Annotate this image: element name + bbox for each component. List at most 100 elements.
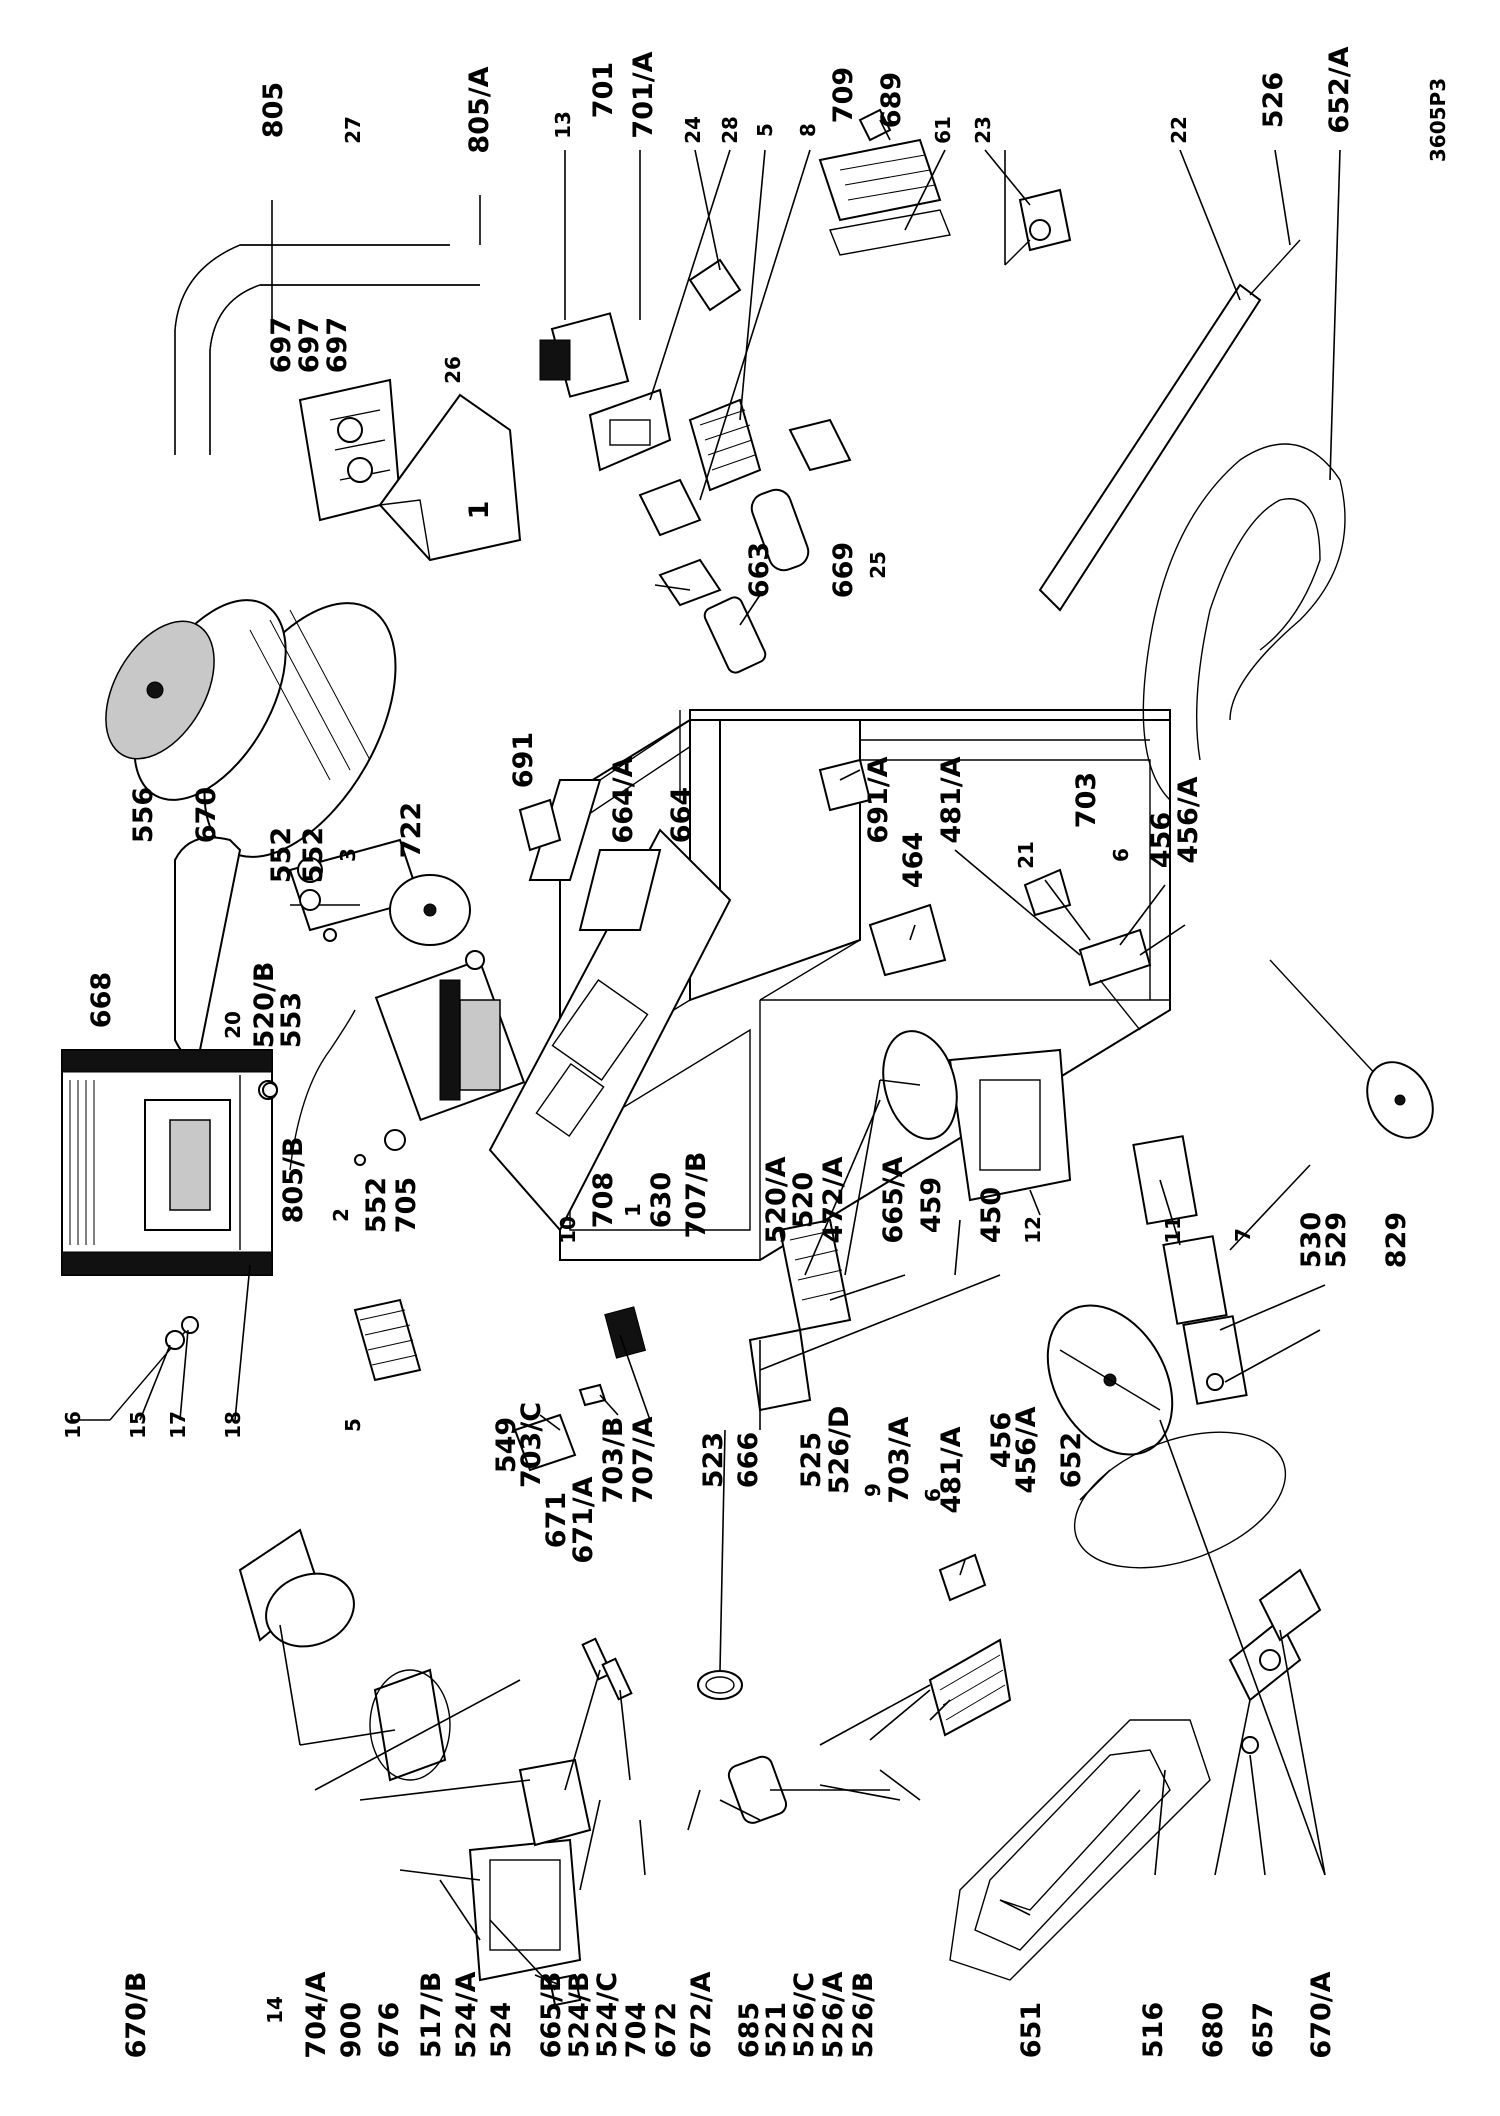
label-9: 9 (861, 1483, 885, 1497)
fan-motor-670 (105, 599, 397, 858)
label-28: 28 (718, 116, 742, 144)
plate-664a (638, 478, 722, 607)
label-829: 829 (1381, 1212, 1412, 1268)
label-701: 701 (588, 62, 619, 118)
heating-element-805 (174, 244, 480, 455)
label-691: 691 (508, 732, 539, 788)
element-652 (1073, 1431, 1287, 1569)
label-665a: 665/A (878, 1156, 909, 1243)
label-61: 61 (931, 116, 955, 144)
switch-704a (518, 1758, 592, 1847)
label-13: 13 (551, 111, 575, 139)
label-7: 7 (1231, 1228, 1255, 1242)
label-556: 556 (128, 787, 159, 843)
clip-549 (513, 1383, 607, 1472)
label-652: 652 (1056, 1432, 1087, 1488)
lamp-521 (727, 1755, 788, 1824)
capacitor-669 (750, 488, 810, 572)
label-481a: 481/A (936, 756, 967, 843)
label-456a: 456/A (1173, 776, 1204, 863)
bracket-28 (588, 388, 672, 472)
label-552-1: 552 (266, 827, 297, 883)
upper-cabinet (539, 709, 1171, 1002)
bracket-24 (688, 258, 742, 312)
label-523: 523 (698, 1432, 729, 1488)
label-722: 722 (396, 802, 427, 858)
label-22: 22 (1167, 116, 1191, 144)
label-664a: 664/A (608, 756, 639, 843)
thermostat-691 (518, 798, 562, 852)
label-553: 553 (276, 992, 307, 1048)
label-670a: 670/A (1306, 1971, 1337, 2058)
label-14: 14 (263, 1996, 287, 2024)
label-464: 464 (898, 832, 929, 888)
label-529: 529 (1321, 1212, 1352, 1268)
label-652a: 652/A (1324, 46, 1355, 133)
label-456a-mid: 456/A (1011, 1406, 1042, 1493)
cover-26 (378, 393, 522, 562)
label-520b: 520/B (249, 962, 280, 1049)
clip-703a (938, 1553, 987, 1602)
bracket-21 (1023, 868, 1072, 917)
label-671: 671 (541, 1492, 572, 1548)
terminal-block-5-mid (353, 1298, 422, 1382)
label-665b: 665/B (536, 1972, 567, 2059)
label-697-1: 697 (266, 317, 297, 373)
label-704: 704 (621, 2002, 652, 2058)
part-labels: 3605P3 16 15 17 18 805 805/A 27 13 701 7… (61, 46, 1450, 2058)
label-670b: 670/B (121, 1972, 152, 2059)
label-669: 669 (828, 542, 859, 598)
label-459: 459 (916, 1177, 947, 1233)
label-703a: 703/A (884, 1416, 915, 1503)
disc-472a (879, 1030, 958, 1140)
door-frame-668 (61, 1049, 278, 1276)
hinge-464 (868, 903, 947, 977)
label-703c: 703/C (516, 1402, 547, 1488)
switch-666 (748, 1328, 812, 1412)
label-709: 709 (828, 67, 859, 123)
label-25: 25 (866, 551, 890, 579)
label-517b: 517/B (416, 1972, 447, 2059)
label-530: 530 (1296, 1212, 1327, 1268)
label-5-top: 5 (753, 123, 777, 137)
label-666: 666 (733, 1432, 764, 1488)
label-26: 26 (441, 356, 465, 384)
label-27: 27 (341, 116, 365, 144)
label-15: 15 (126, 1411, 150, 1439)
label-6-mid: 6 (921, 1488, 945, 1502)
label-672a: 672/A (686, 1971, 717, 2058)
label-516: 516 (1138, 2002, 1169, 2058)
label-708: 708 (588, 1172, 619, 1228)
label-705: 705 (391, 1177, 422, 1233)
label-703: 703 (1071, 772, 1102, 828)
grill-element-651 (949, 1719, 1211, 1981)
lamp-663 (703, 596, 767, 674)
bracket-25 (788, 418, 852, 472)
label-23: 23 (971, 116, 995, 144)
bracket-61 (829, 209, 951, 256)
code-label: 3605P3 (1426, 78, 1450, 162)
label-663: 663 (744, 542, 775, 598)
label-657: 657 (1248, 2002, 1279, 2058)
label-456: 456 (1146, 812, 1177, 868)
label-900: 900 (336, 2002, 367, 2058)
label-2: 2 (329, 1208, 353, 1222)
label-707b: 707/B (681, 1152, 712, 1239)
motor-722 (288, 838, 471, 946)
clip-524a (548, 1973, 582, 2007)
label-549: 549 (491, 1417, 522, 1473)
clips-671 (581, 1637, 633, 1701)
element-652a (1142, 443, 1346, 801)
label-805a: 805/A (464, 66, 495, 153)
label-524b: 524/B (564, 1972, 595, 2059)
switch-707a (604, 1306, 647, 1359)
label-526d: 526/D (824, 1406, 855, 1495)
thermometer-829 (1269, 959, 1434, 1139)
switch-691a (818, 758, 872, 812)
latch-23 (1004, 188, 1072, 266)
label-664: 664 (666, 787, 697, 843)
relay-701 (539, 312, 630, 398)
label-17: 17 (166, 1411, 190, 1439)
label-524a: 524/A (451, 1971, 482, 2058)
label-668: 668 (86, 972, 117, 1028)
